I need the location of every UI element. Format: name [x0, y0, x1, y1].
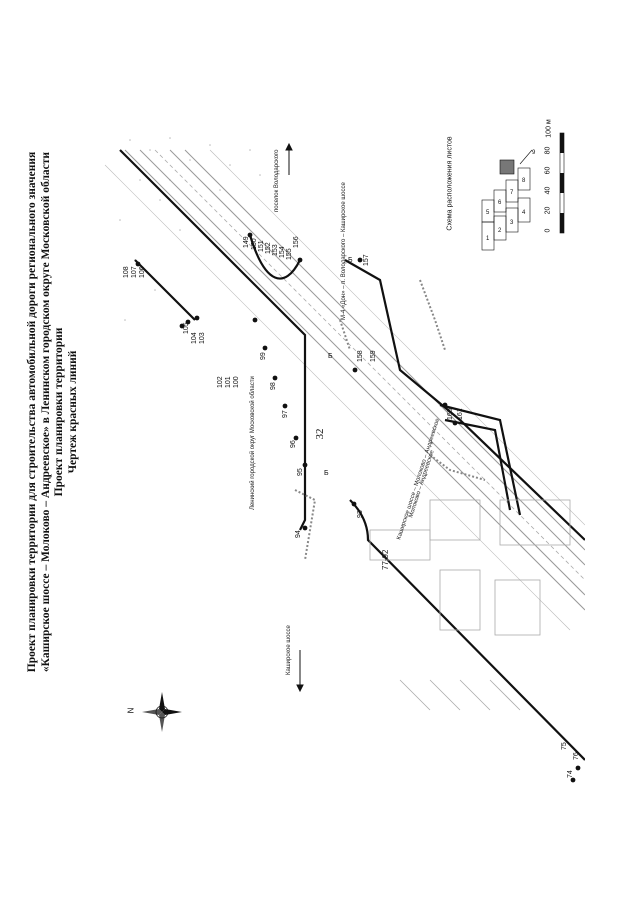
point-label-152: 152: [265, 242, 272, 254]
title-line-4: Чертеж красных линий: [66, 350, 79, 474]
point-label-157: 157: [363, 254, 370, 266]
point-label-161: 161: [457, 408, 464, 420]
point-label-102: 102: [217, 376, 224, 388]
direction-arrows: [285, 142, 304, 693]
point-label-150: 150: [251, 238, 258, 250]
road-labels: Каширское шоссе – Молоково – Андреевское…: [249, 149, 441, 675]
building-outlines: [369, 499, 571, 711]
point-label-151: 151: [258, 240, 265, 252]
point-label-158: 158: [357, 350, 364, 362]
point-label-75: 75: [561, 742, 568, 750]
sheet-grid: 1 2 3 4 5 6 7 8 9: [481, 149, 536, 251]
scale-bar-graphic: [559, 132, 565, 234]
road-label-1: Каширское шоссе – Молоково – Андреевское: [396, 417, 441, 540]
point-label-96: 96: [290, 440, 297, 448]
point-label-106: 106: [139, 266, 146, 278]
point-label-74: 74: [567, 770, 574, 778]
point-label-160: 160: [447, 408, 454, 420]
vertex-points: [135, 232, 581, 783]
compass-north-label: N: [126, 707, 136, 714]
point-label-100: 100: [233, 376, 240, 388]
small-mark-2: Б: [324, 470, 329, 477]
dotted-zone: [119, 137, 261, 321]
point-label-155: 155: [286, 248, 293, 260]
title-block: Проект планировки территории для строите…: [26, 132, 80, 692]
sheet-number-5: 5: [486, 210, 490, 216]
compass-rose: N: [126, 690, 184, 734]
point-label-94: 94: [295, 530, 302, 538]
point-label-159: 159: [370, 350, 377, 362]
point-label-107: 107: [131, 266, 138, 278]
red-lines-map: 94 95 96 97 98 99 100 101 102 103 104 10…: [104, 137, 586, 783]
scale-label-60: 60: [544, 166, 552, 175]
scale-label-40: 40: [544, 186, 552, 195]
point-label-98: 98: [270, 382, 277, 390]
point-label-103: 103: [199, 332, 206, 344]
sheet-layout-scheme: Схема расположения листов 1 2 3 4 5 6 7 …: [440, 120, 550, 280]
point-label-108: 108: [123, 266, 130, 278]
point-label-99: 99: [260, 352, 267, 360]
point-label-101: 101: [225, 376, 232, 388]
district-label: Ленинский городской округ Московской обл…: [249, 376, 256, 510]
sheet-number-4: 4: [522, 210, 526, 216]
scale-label-0: 0: [544, 228, 552, 233]
compass-icon: [142, 692, 182, 732]
title-line-2: «Каширское шоссе – Молоково – Андреевско…: [39, 151, 52, 673]
main-road-corridor: [104, 149, 586, 631]
title-line-1: Проект планировки территории для строите…: [26, 151, 38, 673]
scale-label-20: 20: [544, 206, 552, 215]
scale-label-80: 80: [544, 146, 552, 155]
scale-label-100: 100 м: [545, 119, 553, 138]
point-label-105: 105: [183, 322, 190, 334]
sheet-number-8: 8: [522, 178, 526, 184]
road-label-5: поселок Володарского: [274, 149, 280, 212]
sheet-number-6: 6: [498, 200, 502, 206]
sheet-number-7: 7: [510, 190, 514, 196]
road-label-4: М-4 «Дон» – п. Володарского – Каширское …: [341, 182, 347, 320]
sheet-number-2: 2: [498, 228, 502, 234]
small-mark-1: Б: [328, 353, 333, 360]
vegetation: [294, 279, 486, 561]
point-label-95: 95: [297, 468, 304, 476]
point-label-93: 93: [357, 510, 364, 518]
point-label-97: 97: [282, 410, 289, 418]
block-label: 77-92: [381, 549, 390, 570]
title-line-3: Проект планировки территории: [53, 327, 65, 497]
sheet-number-1: 1: [486, 236, 490, 242]
scale-bar: 0 20 40 60 80 100 м: [530, 119, 570, 245]
small-mark-3: Б: [348, 257, 353, 264]
point-label-149: 149: [243, 236, 250, 248]
point-label-104: 104: [191, 332, 198, 344]
sheet-number-3: 3: [510, 220, 514, 226]
road-label-3: Каширское шоссе: [286, 624, 292, 675]
point-label-156: 156: [293, 236, 300, 248]
point-labels: 94 95 96 97 98 99 100 101 102 103 104 10…: [123, 236, 580, 778]
map-drawing: 94 95 96 97 98 99 100 101 102 103 104 10…: [100, 120, 586, 785]
current-sheet-marker: [499, 159, 515, 175]
point-label-154: 154: [279, 246, 286, 258]
sheet-number-9: 9: [532, 150, 536, 156]
point-label-153: 153: [272, 244, 279, 256]
point-label-76: 76: [573, 752, 580, 760]
